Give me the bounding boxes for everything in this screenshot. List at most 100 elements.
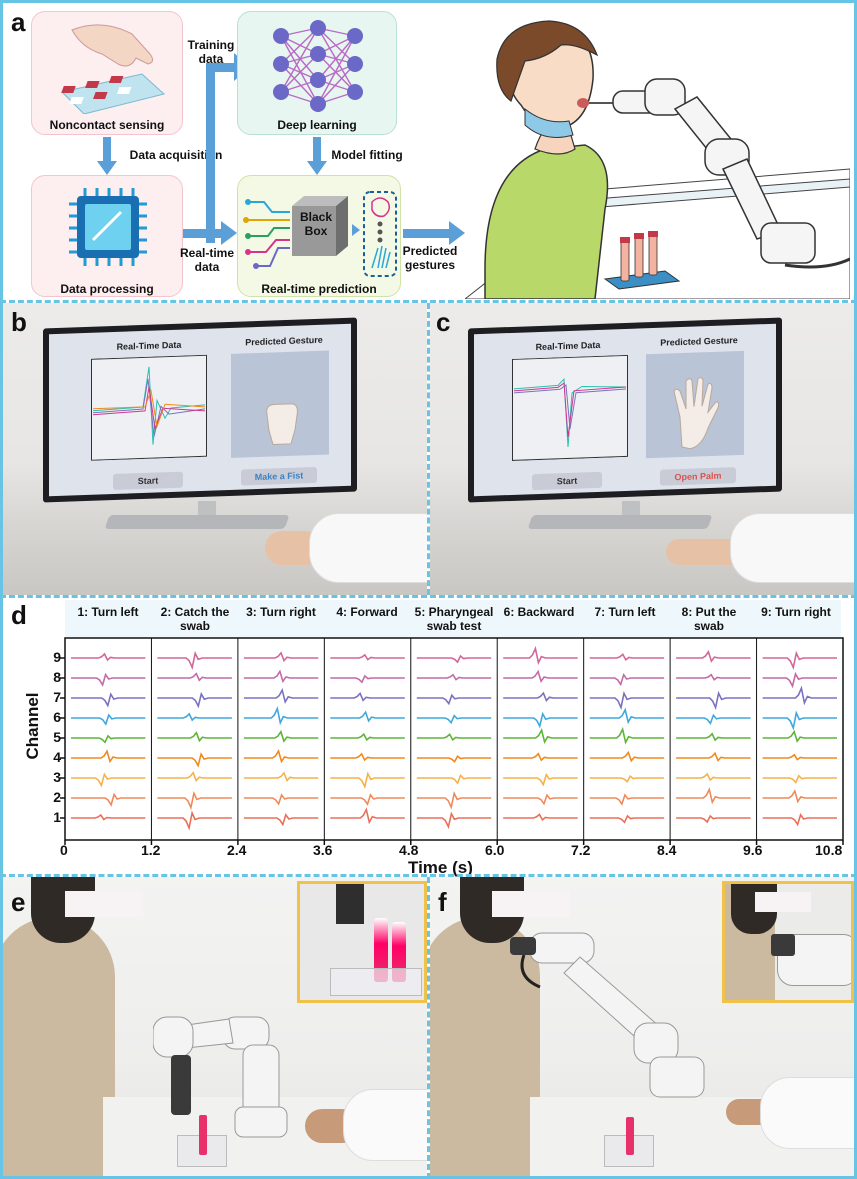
realtime-prediction-box: Black Box Real-time prediction	[237, 175, 401, 297]
tube-f	[626, 1117, 634, 1155]
data-processing-label: Data processing	[60, 282, 154, 296]
channel-label-2: 2	[53, 789, 61, 805]
inset-e-tube2	[392, 922, 406, 982]
robot-arm-e	[153, 1016, 288, 1138]
panel-label-f: f	[438, 887, 447, 917]
channel-trace-1	[71, 807, 837, 831]
arrow-predicted-icon	[403, 221, 465, 245]
realtime-prediction-label: Real-time prediction	[261, 282, 377, 296]
monitor-b: Real-Time Data Predicted Gesture Start M…	[43, 317, 357, 503]
panel-label-d: d	[11, 600, 27, 630]
panel-label-e: e	[11, 887, 26, 917]
x-tick-4: 4.8	[399, 842, 419, 858]
sleeve-b	[309, 513, 427, 583]
panel-label-c: c	[436, 307, 451, 337]
segment-label-3: 3: Turn right	[246, 605, 316, 619]
channel-trace-5	[71, 726, 837, 745]
x-tick-8: 9.6	[743, 842, 763, 858]
segment-label-5: 5: Pharyngeal swab test	[414, 605, 494, 633]
segment-label-6: 6: Backward	[503, 605, 575, 619]
channel-trace-8	[71, 669, 837, 689]
inset-e	[297, 881, 427, 1003]
channel-trace-7	[71, 685, 837, 711]
segment-label-2: 2: Catch the swab	[160, 605, 230, 633]
screen-b-start-button: Start	[113, 471, 183, 491]
divider-bc-d	[0, 595, 857, 598]
channel-label-4: 4	[53, 749, 61, 765]
panel-label-a: a	[11, 7, 26, 37]
chip-icon	[69, 188, 147, 266]
monitor-c: Real-Time Data Predicted Gesture Start O…	[468, 317, 782, 503]
arrow-down-icon	[97, 137, 117, 175]
arrow-model-fitting-icon	[307, 137, 327, 175]
divider-e-f	[427, 877, 430, 1179]
screen-b-chart-title: Real-Time Data	[116, 339, 182, 352]
monitor-c-stand	[622, 501, 640, 519]
robot-arm-f	[510, 932, 705, 1098]
channel-trace-4	[71, 749, 837, 768]
arrow-realtime-icon	[183, 221, 237, 245]
person-e-body	[3, 917, 115, 1176]
x-tick-1: 1.2	[141, 842, 161, 858]
screen-b-result-button: Make a Fist	[241, 466, 317, 486]
noncontact-sensing-box: Noncontact sensing	[31, 11, 183, 135]
segment-label-1: 1: Turn left	[77, 605, 139, 619]
segment-label-9: 9: Turn right	[761, 605, 831, 619]
channel-label-9: 9	[53, 649, 61, 665]
model-fitting-label: Model fitting	[331, 148, 403, 162]
panel-b: b Real-Time Data Predicted Gesture Start…	[0, 303, 427, 595]
swab-robot-illustration	[465, 20, 850, 299]
screen-c-start-button: Start	[532, 471, 602, 491]
x-axis-title: Time (s)	[408, 858, 473, 877]
fist-icon	[266, 403, 298, 445]
training-data-label: Training data	[187, 38, 235, 66]
panel-d: d 1: Turn left 2: Catch the swab 3: Turn…	[0, 598, 857, 877]
screen-c-gesture-title: Predicted Gesture	[660, 335, 738, 348]
segment-label-8: 8: Put the swab	[681, 605, 737, 633]
segment-header-band	[65, 600, 841, 638]
data-processing-box: Data processing	[31, 175, 183, 297]
screen-c-realtime-plot	[512, 354, 628, 461]
inset-f-blindfold	[755, 892, 811, 912]
monitor-b-base	[104, 515, 290, 529]
segment-label-4: 4: Forward	[336, 605, 398, 619]
screen-b-realtime-plot	[91, 354, 207, 461]
noncontact-sensing-label: Noncontact sensing	[49, 118, 165, 132]
sleeve-e	[343, 1089, 427, 1161]
sleeve-c	[730, 513, 854, 583]
y-axis-title: Channel	[23, 692, 42, 760]
channel-label-5: 5	[53, 729, 61, 745]
segment-label-7: 7: Turn left	[594, 605, 656, 619]
channel-trace-6	[71, 705, 837, 731]
channel-label-3: 3	[53, 769, 61, 785]
channel-label-7: 7	[53, 689, 61, 705]
data-acquisition-label: Data acquisition	[129, 148, 223, 162]
open-palm-icon	[673, 377, 720, 450]
inset-f	[722, 881, 854, 1003]
inset-e-gripper	[336, 884, 364, 924]
inset-e-tube1	[374, 918, 388, 982]
x-tick-3: 3.6	[313, 842, 333, 858]
channel-label-1: 1	[53, 809, 61, 825]
predicted-gestures-label: Predicted gestures	[402, 244, 458, 272]
divider-b-c	[427, 303, 430, 595]
monitor-c-base	[527, 515, 713, 529]
blindfold-e	[65, 891, 143, 917]
tube-e	[199, 1115, 207, 1155]
realtime-data-label: Real-time data	[179, 246, 235, 274]
channel-label-6: 6	[53, 709, 61, 725]
divider-d-ef	[0, 874, 857, 877]
plot-frame	[64, 637, 844, 841]
deep-learning-label: Deep learning	[277, 118, 357, 132]
channel-label-8: 8	[53, 669, 61, 685]
panel-a: a Noncontact sensing Data acquisition	[0, 0, 857, 300]
panel-c: c Real-Time Data Predicted Gesture Start…	[430, 303, 857, 595]
panel-f: f	[430, 877, 857, 1179]
blindfold-f	[492, 891, 570, 917]
x-tick-6: 7.2	[571, 842, 591, 858]
black-box-diagram-icon	[243, 191, 397, 277]
screen-b-gesture-title: Predicted Gesture	[245, 334, 323, 348]
signal-plot	[60, 637, 844, 845]
channel-trace-9	[71, 645, 837, 671]
screen-c-result-button: Open Palm	[660, 467, 736, 486]
